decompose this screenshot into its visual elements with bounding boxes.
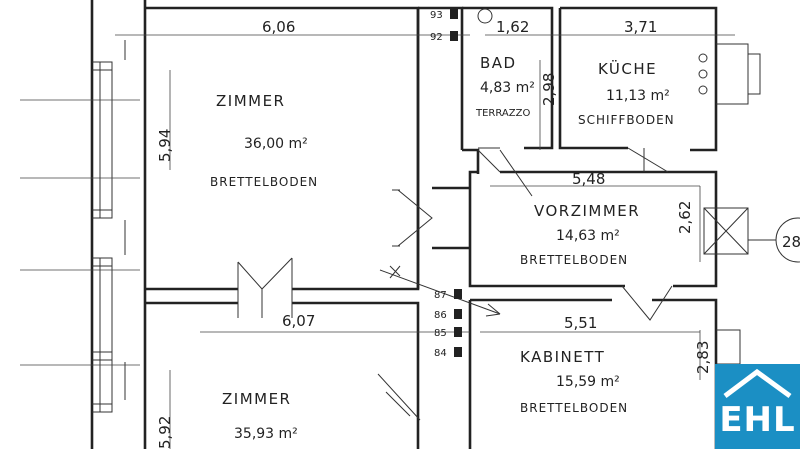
kitchen-vents bbox=[477, 8, 708, 95]
room-labels: ZIMMER 36,00 m² BRETTELBODEN BAD 4,83 m²… bbox=[210, 54, 675, 442]
dimension-label: 2,98 bbox=[540, 73, 558, 106]
dimension-label: 5,51 bbox=[564, 314, 597, 332]
room-floor: BRETTELBODEN bbox=[520, 253, 628, 267]
room-floor: BRETTELBODEN bbox=[210, 175, 318, 189]
ehl-logo: EHL bbox=[715, 364, 800, 449]
dimension-label: 5,92 bbox=[156, 416, 174, 449]
room-floor: SCHIFFBODEN bbox=[578, 113, 675, 127]
room-walls bbox=[145, 6, 718, 449]
room-area: 35,93 m² bbox=[234, 426, 298, 442]
room-area: 15,59 m² bbox=[556, 374, 620, 390]
dimension-label: 5,48 bbox=[572, 170, 605, 188]
marker-number: 84 bbox=[434, 348, 447, 359]
logo-text: EHL bbox=[719, 400, 796, 440]
shaft-markers: 93 92 87 86 85 84 bbox=[430, 9, 462, 359]
room-name: KABINETT bbox=[520, 348, 605, 366]
marker-square bbox=[454, 347, 462, 357]
dimension-label: 6,06 bbox=[262, 18, 295, 36]
room-name: ZIMMER bbox=[216, 92, 285, 110]
room-floor: TERRAZZO bbox=[475, 108, 530, 119]
dimension-label: 5,94 bbox=[156, 129, 174, 162]
dimension-label: 1,62 bbox=[496, 18, 529, 36]
dimension-texts: 6,06 5,94 1,62 2,98 3,71 5,48 2,62 6,07 … bbox=[156, 18, 712, 449]
marker-number: 93 bbox=[430, 10, 443, 21]
house-roof-icon bbox=[723, 368, 792, 399]
marker-square bbox=[454, 327, 462, 337]
room-area: 4,83 m² bbox=[480, 80, 535, 96]
room-floor: BRETTELBODEN bbox=[520, 401, 628, 415]
dimension-label: 6,07 bbox=[282, 312, 315, 330]
dimension-label: 2,83 bbox=[694, 341, 712, 374]
marker-square bbox=[454, 309, 462, 319]
circle-marker: 28 bbox=[748, 217, 800, 263]
room-area: 11,13 m² bbox=[606, 88, 670, 104]
door-swings bbox=[237, 147, 673, 421]
marker-number: 86 bbox=[434, 310, 447, 321]
marker-square bbox=[450, 9, 458, 19]
marker-number: 85 bbox=[434, 328, 447, 339]
marker-square bbox=[450, 31, 458, 41]
room-area: 36,00 m² bbox=[244, 136, 308, 152]
left-facade-wall bbox=[90, 0, 147, 449]
right-facade bbox=[703, 43, 761, 365]
marker-number: 92 bbox=[430, 32, 443, 43]
marker-number: 87 bbox=[434, 290, 447, 301]
dimension-label: 3,71 bbox=[624, 18, 657, 36]
marker-square bbox=[454, 289, 462, 299]
room-name: VORZIMMER bbox=[534, 202, 640, 220]
dimension-label: 2,62 bbox=[676, 201, 694, 234]
room-name: KÜCHE bbox=[598, 59, 657, 78]
room-name: BAD bbox=[480, 54, 517, 72]
room-area: 14,63 m² bbox=[556, 228, 620, 244]
dimension-lines bbox=[20, 34, 735, 449]
circle-marker-label: 28 bbox=[782, 233, 800, 251]
room-name: ZIMMER bbox=[222, 390, 291, 408]
